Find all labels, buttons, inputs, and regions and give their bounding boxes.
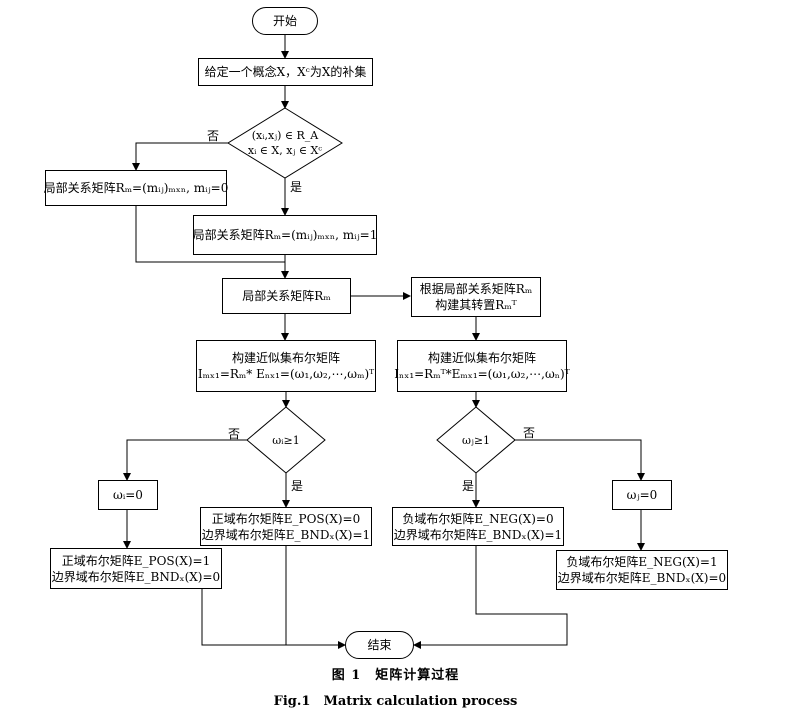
start-label: 开始: [272, 14, 297, 28]
build-left-line2: Iₘₓ₁=Rₘ* Eₙₓ₁=(ω₁,ω₂,⋯,ωₘ)ᵀ: [197, 367, 375, 381]
wj-zero-label: ωⱼ=0: [626, 488, 658, 502]
wi-zero-label: ωᵢ=0: [113, 488, 143, 502]
local-matrix-label: 局部关系矩阵Rₘ: [242, 289, 331, 303]
right-no-label: 否: [523, 426, 536, 440]
transpose-box: 根据局部关系矩阵Rₘ 构建其转置Rₘᵀ: [411, 277, 541, 317]
neg-zero-line1: 负域布尔矩阵E_NEG(X)=0: [402, 511, 554, 526]
wj-zero-box: ωⱼ=0: [612, 480, 672, 510]
pos-one-line2: 边界域布尔矩阵E_BNDₓ(X)=0: [51, 569, 221, 584]
left-yes-label: 是: [291, 479, 304, 493]
build-right-line2: Iₙₓ₁=Rₘᵀ*Eₘₓ₁=(ω₁,ω₂,⋯,ωₙ)ᵀ: [394, 367, 570, 381]
pos-zero-line2: 边界域布尔矩阵E_BNDₓ(X)=1: [201, 527, 371, 542]
pos-one-line1: 正域布尔矩阵E_POS(X)=1: [61, 553, 211, 568]
local-matrix-one-box: 局部关系矩阵Rₘ=(mᵢⱼ)ₘₓₙ, mᵢⱼ=1: [193, 215, 377, 255]
build-right-box: 构建近似集布尔矩阵 Iₙₓ₁=Rₘᵀ*Eₘₓ₁=(ω₁,ω₂,⋯,ωₙ)ᵀ: [394, 340, 570, 392]
membership-no-label: 否: [207, 129, 220, 143]
local-matrix-box: 局部关系矩阵Rₘ: [222, 278, 351, 314]
left-no-label: 否: [228, 427, 241, 441]
pos-zero-box: 正域布尔矩阵E_POS(X)=0 边界域布尔矩阵E_BNDₓ(X)=1: [200, 507, 372, 546]
end-label: 结束: [367, 638, 392, 652]
right-condition-text: ωⱼ≥1: [446, 432, 506, 448]
wi-zero-box: ωᵢ=0: [98, 480, 158, 510]
neg-zero-box: 负域布尔矩阵E_NEG(X)=0 边界域布尔矩阵E_BNDₓ(X)=1: [392, 507, 564, 546]
local-matrix-one-label: 局部关系矩阵Rₘ=(mᵢⱼ)ₘₓₙ, mᵢⱼ=1: [192, 228, 378, 242]
neg-one-line1: 负域布尔矩阵E_NEG(X)=1: [566, 555, 718, 569]
figure-caption-english: Fig.1 Matrix calculation process: [273, 694, 518, 709]
right-yes-label: 是: [462, 479, 475, 493]
pos-one-box: 正域布尔矩阵E_POS(X)=1 边界域布尔矩阵E_BNDₓ(X)=0: [50, 548, 222, 589]
build-right-line1: 构建近似集布尔矩阵: [427, 351, 536, 365]
neg-one-box: 负域布尔矩阵E_NEG(X)=1 边界域布尔矩阵E_BNDₓ(X)=0: [556, 550, 728, 590]
local-matrix-zero-box: 局部关系矩阵Rₘ=(mᵢⱼ)ₘₓₙ, mᵢⱼ=0: [43, 170, 229, 206]
transpose-line2: 构建其转置Rₘᵀ: [435, 298, 517, 312]
local-matrix-zero-label: 局部关系矩阵Rₘ=(mᵢⱼ)ₘₓₙ, mᵢⱼ=0: [43, 181, 229, 195]
build-left-box: 构建近似集布尔矩阵 Iₘₓ₁=Rₘ* Eₙₓ₁=(ω₁,ω₂,⋯,ωₘ)ᵀ: [196, 340, 376, 392]
membership-condition-line2: xᵢ ∈ X, xⱼ ∈ Xᶜ: [247, 144, 323, 157]
start-terminal: 开始: [252, 7, 318, 35]
membership-yes-label: 是: [290, 180, 303, 194]
left-condition-label: ωᵢ≥1: [272, 433, 300, 447]
left-condition-text: ωᵢ≥1: [256, 432, 316, 448]
build-left-line1: 构建近似集布尔矩阵: [231, 351, 340, 365]
membership-condition-line1: (xᵢ,xⱼ) ∈ R_A: [251, 129, 319, 142]
right-condition-label: ωⱼ≥1: [461, 433, 491, 447]
membership-condition-text: (xᵢ,xⱼ) ∈ R_A xᵢ ∈ X, xⱼ ∈ Xᶜ: [238, 124, 332, 162]
neg-one-line2: 边界域布尔矩阵E_BNDₓ(X)=0: [557, 571, 727, 585]
given-concept-box: 给定一个概念X，Xᶜ为X的补集: [198, 58, 373, 86]
neg-zero-line2: 边界域布尔矩阵E_BNDₓ(X)=1: [393, 527, 563, 542]
transpose-line1: 根据局部关系矩阵Rₘ: [419, 282, 533, 296]
figure-caption-chinese: 图 1 矩阵计算过程: [331, 668, 460, 683]
given-concept-label: 给定一个概念X，Xᶜ为X的补集: [204, 65, 367, 79]
end-terminal: 结束: [345, 631, 414, 659]
pos-zero-line1: 正域布尔矩阵E_POS(X)=0: [211, 511, 361, 526]
